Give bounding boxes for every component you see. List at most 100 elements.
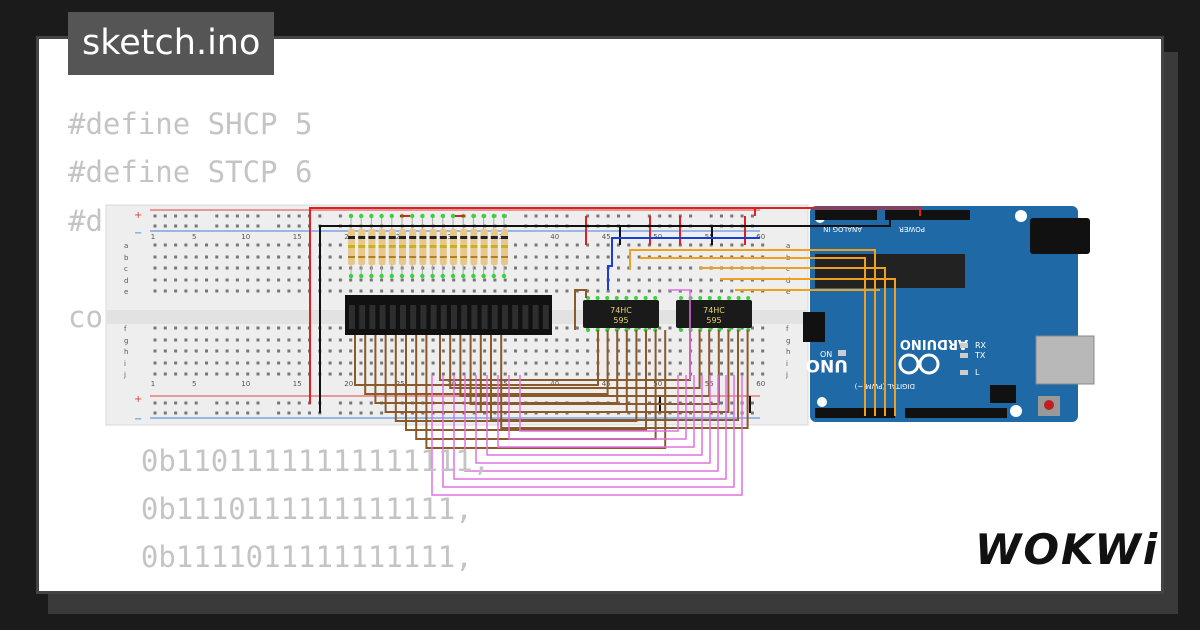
led-segment [481,305,488,329]
svg-text:−: − [134,228,142,239]
led-segment [379,305,386,329]
wire [319,216,891,413]
row-label: a [124,242,128,250]
file-name-tab[interactable]: sketch.ino [68,12,275,75]
wire [459,330,711,397]
column-label: 40 [550,233,559,241]
column-label: 15 [293,233,302,241]
row-label: c [124,265,128,273]
wire [309,207,756,404]
resistor-array [348,213,508,279]
svg-text:POWER: POWER [899,225,925,233]
row-label: d [786,277,790,285]
wire [475,375,711,464]
column-label: 1 [151,233,155,241]
wire [519,375,679,432]
svg-text:595: 595 [613,316,628,325]
wire [442,375,735,488]
column-label: 5 [192,233,196,241]
row-label: h [786,348,790,356]
led-segment [430,305,437,329]
led-segment [461,305,468,329]
led-segment [532,305,539,329]
wokwi-logo[interactable]: WOKWi [975,525,1160,574]
wire [755,207,921,216]
svg-text:ANALOG IN: ANALOG IN [823,225,862,233]
svg-text:RX: RX [975,341,987,350]
wire [479,330,730,413]
row-label: a [786,242,790,250]
led-segment [542,305,549,329]
led-segment [359,305,366,329]
wires [309,207,921,496]
code-line-7: 0b1111011111111111, [106,540,473,574]
column-label: 1 [151,380,155,388]
wire [629,249,876,416]
svg-text:595: 595 [706,316,721,325]
row-label: d [124,277,128,285]
svg-text:TX: TX [974,351,986,360]
wire [611,237,760,245]
row-label: j [123,371,126,379]
led-segment [369,305,376,329]
led-segment [471,305,478,329]
led-segment [410,305,417,329]
led-segment [440,305,447,329]
arduino-model: UNO [806,355,848,375]
svg-text:74HC: 74HC [610,306,632,315]
wire [500,330,749,429]
code-line-3: #d [68,204,103,238]
code-line-5: 0b11011111111111111, [106,444,491,478]
arduino-uno: ARDUINO UNO ON TX RX L ANALOG IN POWER D… [803,206,1095,422]
code-line-6: 0b1110111111111111, [106,492,473,526]
led-segment [389,305,396,329]
led-segment [512,305,519,329]
column-label: 5 [192,380,196,388]
led-segment [349,305,355,329]
column-label: 15 [293,380,302,388]
wire [486,375,703,456]
svg-text:−: − [134,414,142,425]
code-line-1: #define SHCP 5 [68,107,313,141]
led-segment [451,305,457,329]
wire [431,375,743,496]
wire [469,330,720,405]
svg-text:ON: ON [820,350,832,359]
column-label: 10 [241,233,250,241]
arduino-brand: ARDUINO [900,336,968,351]
code-line-4: co [68,300,103,334]
wire [668,289,691,380]
led-segment [502,305,508,329]
code-line-2: #define STCP 6 [68,155,313,189]
wire [453,375,727,480]
wire [449,330,701,389]
column-label: 60 [756,380,765,388]
row-label: g [124,337,128,345]
led-segment [522,305,529,329]
column-label: 50 [653,380,662,388]
led-segment [420,305,427,329]
svg-text:74HC: 74HC [703,306,725,315]
led-segment [400,305,406,329]
row-label: e [786,288,790,296]
row-label: i [786,360,788,368]
wire [508,375,687,440]
wire [607,245,613,290]
shift-register-2: 74HC 595 [676,300,752,328]
led-bar-graph [345,295,552,335]
column-label: 20 [344,380,353,388]
svg-text:L: L [975,368,980,377]
row-label: f [124,325,127,333]
row-label: h [124,348,128,356]
wire [574,289,587,330]
row-label: i [124,360,126,368]
wire [720,278,896,416]
column-label: 45 [602,233,611,241]
shift-register-1: 74HC 595 [583,300,659,328]
led-segment [491,305,498,329]
wire [640,257,866,416]
wire [700,267,886,416]
row-label: g [786,337,790,345]
column-label: 60 [756,233,765,241]
row-label: j [785,371,788,379]
